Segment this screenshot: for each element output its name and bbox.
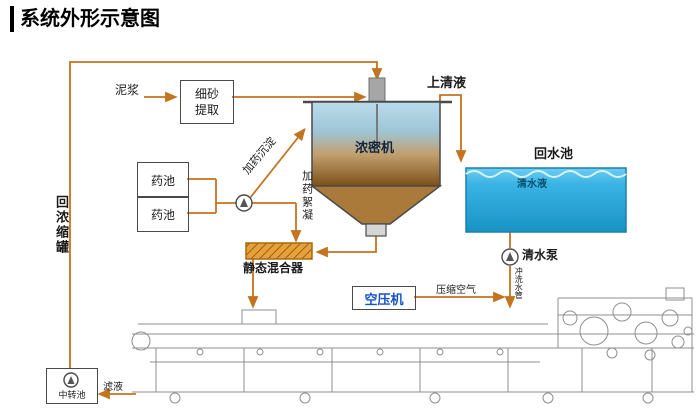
fine-sand-extraction-box: 细砂提取 <box>180 80 234 124</box>
compressed-air-label: 压缩空气 <box>436 285 476 296</box>
clear-water-label: 清水液 <box>517 179 547 190</box>
thickener-motor-icon <box>368 77 386 105</box>
transfer-pool-box <box>46 368 98 404</box>
flush-water-pipe-label: 冲洗水管 <box>514 267 524 299</box>
mud-label: 泥浆 <box>115 83 140 97</box>
chemical-pool-box-2: 药池 <box>137 196 189 232</box>
supernatant-label: 上清液 <box>427 75 467 90</box>
clear-water-pump-icon <box>501 248 519 266</box>
dosing-pump-icon <box>235 194 253 212</box>
dosing-flocculation-label: 加药絮凝 <box>300 170 313 222</box>
flow-lines <box>69 61 516 400</box>
air-compressor-label: 空压机 <box>364 291 404 307</box>
static-mixer-shape <box>245 242 313 260</box>
static-mixer-label: 静态混合器 <box>243 261 304 275</box>
chemical-pool-1-label: 药池 <box>150 173 175 188</box>
thickener-vessel <box>303 77 452 237</box>
transfer-pool-label: 中转池 <box>58 390 86 400</box>
chemical-pool-box-1: 药池 <box>137 162 189 198</box>
chemical-pool-2-label: 药池 <box>150 207 175 222</box>
fine-sand-extraction-label: 细砂提取 <box>195 86 220 117</box>
thickener-label: 浓密机 <box>355 140 395 155</box>
water-wave-icon <box>465 170 627 178</box>
belt-filter-press <box>131 287 694 404</box>
transfer-pump-icon <box>63 372 79 388</box>
return-water-tank <box>465 167 627 233</box>
air-compressor-box: 空压机 <box>352 286 416 310</box>
clear-water-pump-label: 清水泵 <box>522 248 559 262</box>
page-title: 系统外形示意图 <box>10 6 160 32</box>
return-water-pool-label: 回水池 <box>534 146 574 161</box>
return-concentrate-tank-label: 回浓缩罐 <box>53 195 69 255</box>
filtrate-label: 滤液 <box>103 382 123 393</box>
